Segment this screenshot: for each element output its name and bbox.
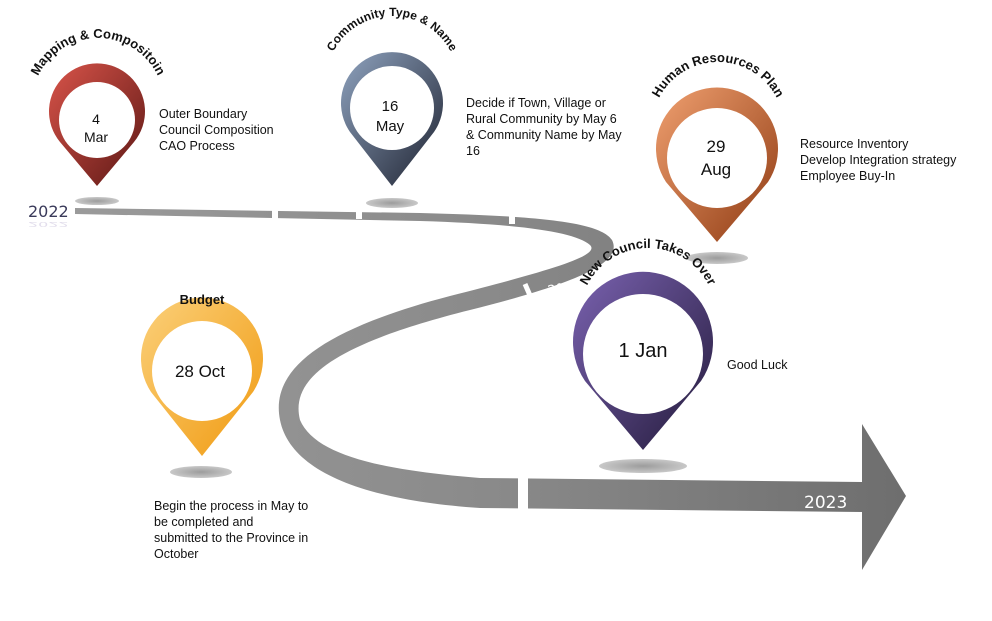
milestone-pin-new-council: 1 Jan New Council Takes Over [573,236,720,450]
milestone-pin-budget: 28 Oct Budget [140,292,263,456]
note-line: Outer Boundary [159,107,248,121]
svg-text:Community Type & Name: Community Type & Name [324,5,461,54]
pin-shadow [686,252,748,264]
year-label-mid: 2022 [547,278,582,299]
year-label-start: 2022 [28,202,69,221]
pin-date-line2: Mar [84,129,108,145]
pin-date-line1: 16 [382,98,399,115]
note-line: 16 [466,144,480,158]
year-label-start-reflection: 2022 [28,220,69,229]
pin-date-line1: 4 [92,111,100,127]
note-line: Rural Community by May 6 [466,112,617,126]
milestone-notes-mapping: Outer Boundary Council Composition CAO P… [159,106,274,154]
note-line: be completed and [154,515,254,529]
pin-title: Budget [180,292,225,307]
pin-date-line1: 29 [707,137,726,156]
note-line: & Community Name by May [466,128,622,142]
note-line: Resource Inventory [800,137,909,151]
pin-date-line2: May [376,118,405,135]
note-line: submitted to the Province in [154,531,309,545]
year-label-end: 2023 [804,493,847,513]
pin-shadow [599,459,687,473]
note-line: October [154,547,199,561]
pin-title: Community Type & Name [324,5,461,54]
note-line: Good Luck [727,358,788,372]
pin-date-line1: 28 Oct [175,362,225,381]
note-line: Council Composition [159,123,274,137]
note-line: Develop Integration strategy [800,153,957,167]
milestone-notes-new-council: Good Luck [727,357,787,373]
milestone-pin-human-resources: 29 Aug Human Resources Plan [649,50,787,242]
pin-date-line1: 1 Jan [619,340,668,362]
note-line: Employee Buy-In [800,169,896,183]
note-line: Begin the process in May to [154,499,309,513]
milestone-pin-community-type: 16 May Community Type & Name [324,5,461,187]
milestone-notes-human-resources: Resource Inventory Develop Integration s… [800,136,956,184]
milestone-notes-budget: Begin the process in May to be completed… [154,498,308,562]
milestone-pin-mapping: 4 Mar Mapping & Compositoin [27,26,169,187]
note-line: CAO Process [159,139,235,153]
pin-shadow [75,197,119,205]
pin-shadow [170,466,232,478]
milestone-notes-community-type: Decide if Town, Village or Rural Communi… [466,95,622,159]
pin-shadow [366,198,418,208]
note-line: Decide if Town, Village or [466,96,606,110]
pin-date-line2: Aug [701,160,731,179]
timeline-road [75,205,906,570]
